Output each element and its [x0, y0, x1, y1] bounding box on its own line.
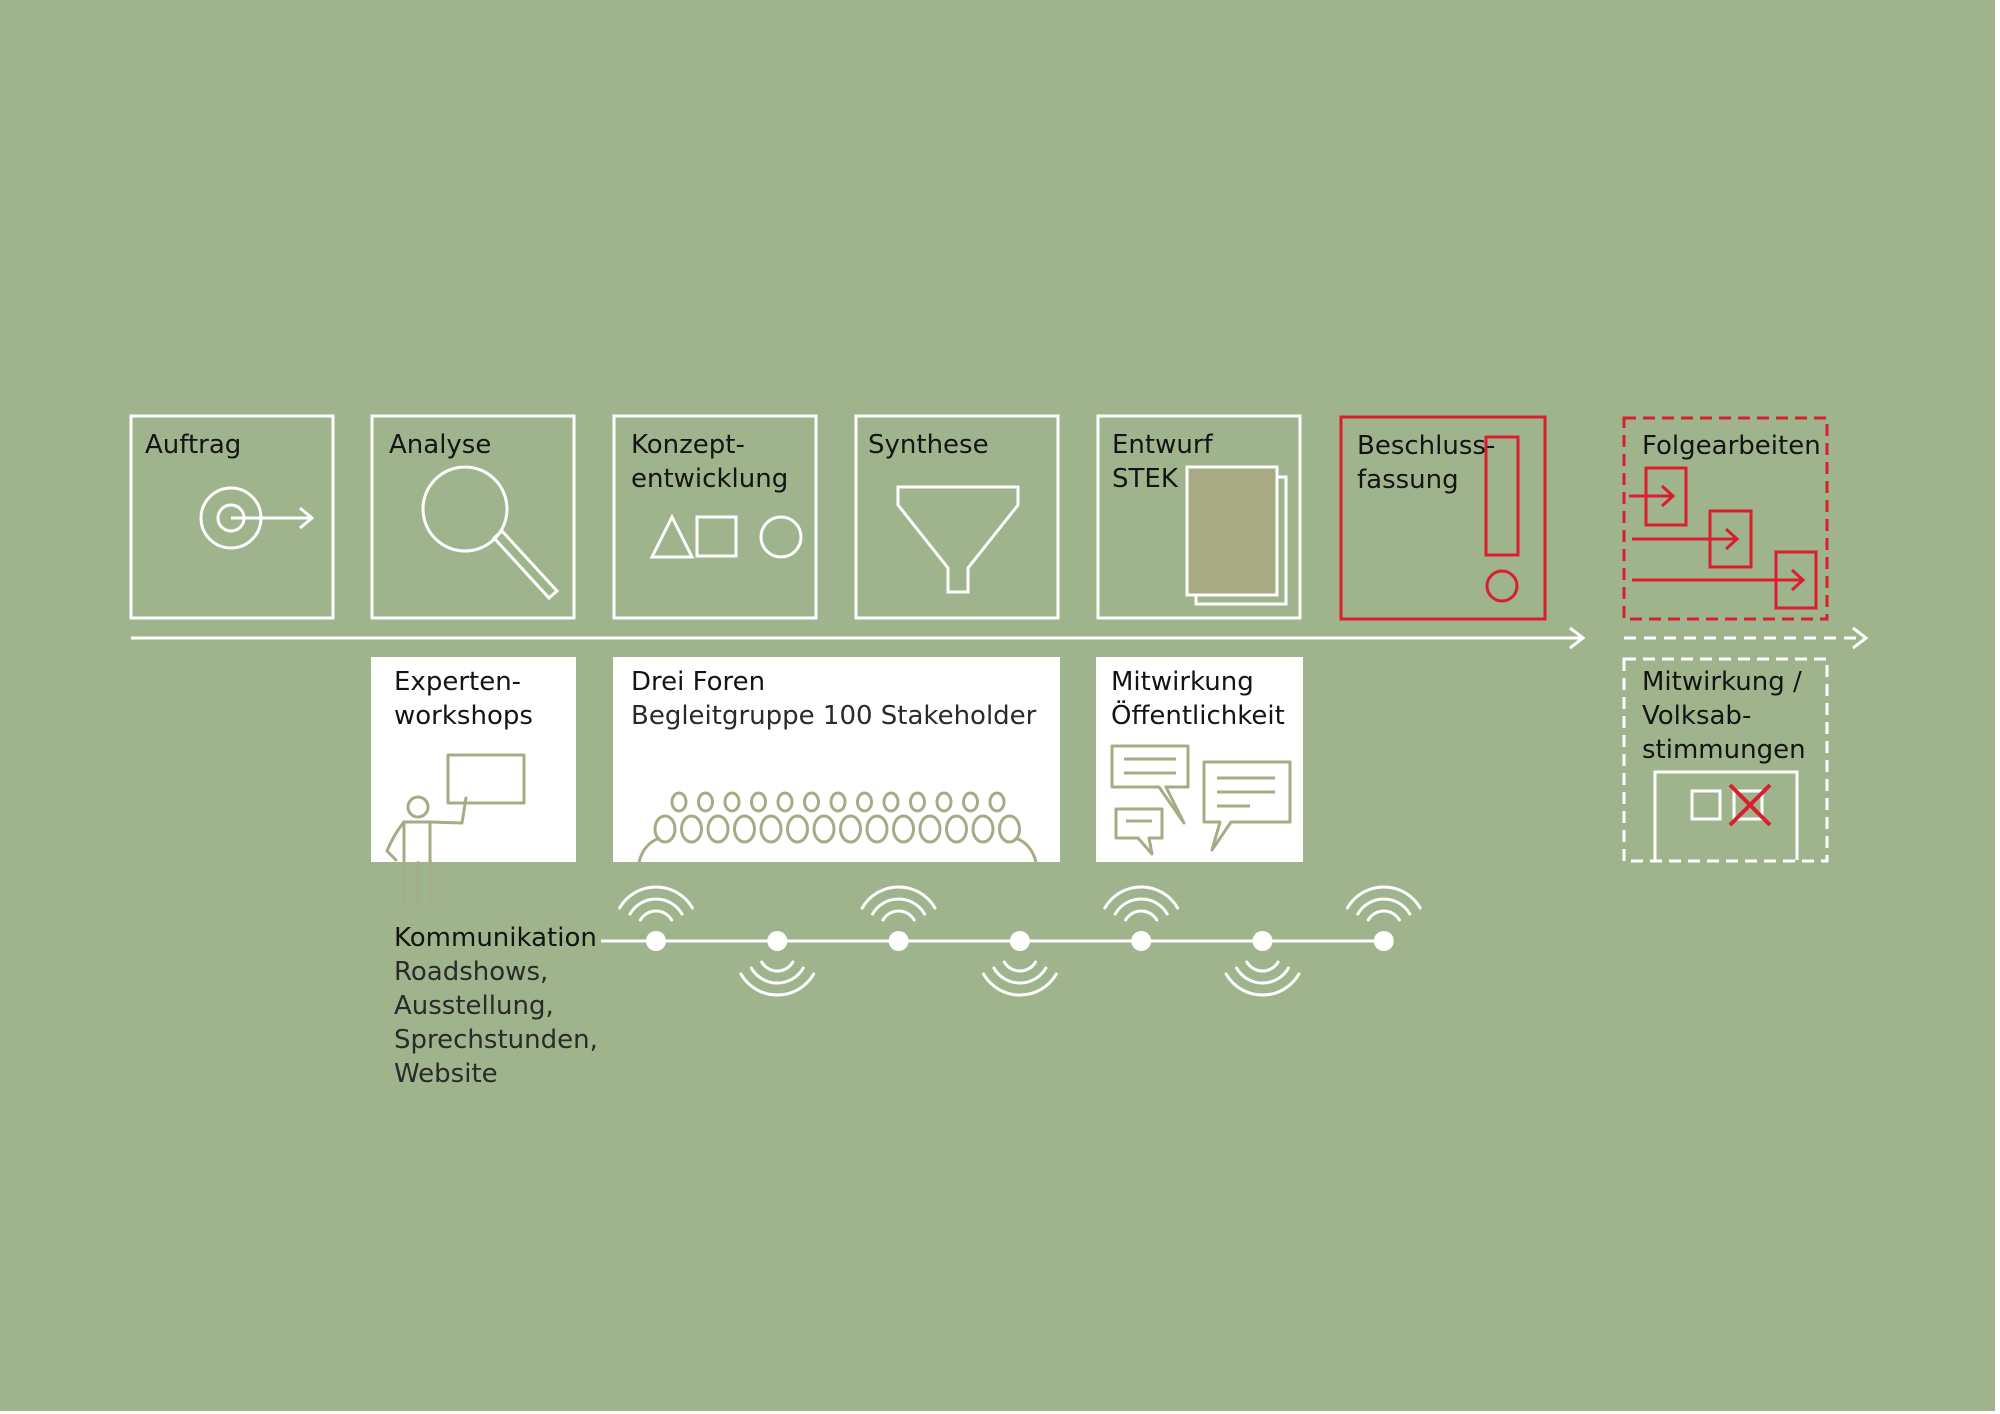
communication-node	[646, 931, 666, 951]
broadcast-wave	[881, 909, 916, 922]
audience-head	[865, 814, 889, 844]
broadcast-wave	[618, 885, 694, 910]
phase-label-konzept: Konzept- entwicklung	[631, 430, 789, 494]
ballot-box-icon	[1653, 770, 1799, 860]
audience-head	[653, 814, 677, 844]
phase-box-beschluss	[1339, 415, 1547, 621]
audience-head	[670, 791, 688, 813]
broadcast-wave	[1224, 972, 1301, 997]
audience-head	[935, 791, 953, 813]
audience-head	[776, 791, 794, 813]
broadcast-wave	[749, 966, 805, 985]
broadcast-wave	[992, 966, 1048, 985]
audience-head	[680, 814, 703, 844]
documents-icon	[1185, 465, 1288, 606]
audience-head	[962, 791, 979, 813]
audience-head	[733, 814, 756, 844]
magnifier-icon	[421, 465, 560, 601]
audience-head	[723, 791, 741, 813]
broadcast-wave	[1345, 885, 1422, 910]
phase-label-beschluss: Beschluss- fassung	[1357, 431, 1496, 495]
broadcast-wave	[1356, 897, 1412, 916]
audience-head	[918, 814, 942, 844]
audience-head	[856, 791, 873, 813]
panel-label-experten: Experten- workshops	[394, 667, 533, 731]
speech-bubbles-icon	[1110, 744, 1292, 856]
audience-head	[945, 814, 968, 844]
audience-head	[706, 814, 730, 844]
phase-box-auftrag	[129, 414, 335, 620]
broadcast-wave	[760, 960, 795, 973]
communication-node	[1009, 931, 1030, 951]
exclamation-icon	[1484, 435, 1520, 603]
broadcast-wave	[638, 909, 674, 922]
broadcast-wave	[1113, 897, 1169, 916]
broadcast-wave	[1002, 960, 1037, 973]
timeline-arrowhead	[1569, 626, 1586, 650]
communication-node	[767, 931, 788, 951]
broadcast-wave	[628, 897, 684, 916]
communication-items: Roadshows, Ausstellung, Sprechstunden, W…	[394, 955, 598, 1091]
target-arrow-icon	[199, 486, 315, 550]
audience-icon	[637, 791, 1038, 863]
broadcast-wave	[871, 897, 927, 916]
broadcast-wave	[1366, 909, 1401, 922]
panel-label-foren: Drei Foren	[631, 667, 766, 697]
broadcast-wave	[982, 972, 1058, 997]
audience-head	[988, 791, 1006, 813]
panel-volksab-box	[1622, 657, 1829, 863]
audience-head	[839, 814, 862, 844]
timeline-dashed-arrowhead	[1852, 626, 1869, 650]
communication-nodes	[618, 885, 1422, 997]
phase-box-folge	[1622, 416, 1829, 621]
phase-box-synthese	[854, 414, 1060, 620]
broadcast-wave	[1235, 966, 1290, 985]
broadcast-wave	[1103, 885, 1180, 910]
broadcast-wave	[739, 972, 816, 997]
stepped-arrows-icon	[1629, 466, 1818, 610]
audience-head	[971, 814, 995, 844]
phase-label-entwurf: Entwurf STEK	[1112, 430, 1213, 494]
audience-head	[892, 814, 915, 844]
funnel-icon	[896, 485, 1020, 594]
panel-sublabel-foren: Begleitgruppe 100 Stakeholder	[631, 699, 1036, 733]
audience-head	[750, 791, 767, 813]
communication-title: Kommunikation	[394, 923, 597, 953]
phase-box-konzept	[612, 414, 818, 620]
phase-label-folge: Folgearbeiten	[1642, 431, 1821, 461]
phase-box-analyse	[370, 414, 576, 620]
phase-box-entwurf	[1096, 414, 1302, 620]
audience-head	[998, 814, 1021, 844]
communication-node	[1252, 931, 1273, 951]
broadcast-wave	[1245, 960, 1280, 973]
panel-label-volksab: Mitwirkung / Volksab- stimmungen	[1642, 667, 1806, 765]
audience-head	[812, 814, 836, 844]
phase-label-synthese: Synthese	[868, 430, 989, 460]
audience-head	[882, 791, 900, 813]
communication-node	[1373, 931, 1394, 951]
audience-head	[759, 814, 783, 844]
communication-items-text: Roadshows, Ausstellung, Sprechstunden, W…	[394, 957, 598, 1089]
panel-label-mitwirkung: Mitwirkung Öffentlichkeit	[1111, 667, 1285, 731]
audience-head	[786, 814, 809, 844]
communication-node	[888, 931, 909, 951]
audience-head	[909, 791, 926, 813]
phase-label-analyse: Analyse	[389, 430, 492, 460]
panel-sublabel-foren-text: Begleitgruppe 100 Stakeholder	[631, 701, 1037, 731]
communication-node	[1131, 931, 1152, 951]
audience-head	[829, 791, 847, 813]
broadcast-wave	[1124, 909, 1159, 922]
audience-head	[697, 791, 714, 813]
broadcast-wave	[860, 885, 937, 910]
audience-head	[803, 791, 820, 813]
phase-label-auftrag: Auftrag	[145, 430, 242, 460]
panel-foren-bg	[613, 657, 1060, 862]
shapes-icon	[649, 513, 803, 559]
presenter-icon	[385, 753, 526, 907]
